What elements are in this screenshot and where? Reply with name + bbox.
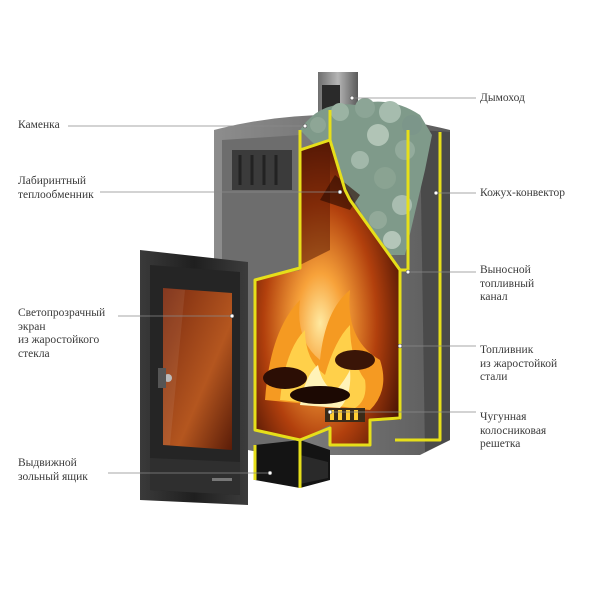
stone-pile-icon <box>300 98 432 256</box>
label-labyrinth-heat-exchanger: Лабиринтный теплообменник <box>18 175 94 201</box>
label-convector-casing: Кожух-конвектор <box>480 187 566 199</box>
firewood-logs <box>263 350 375 404</box>
label-remote-fuel-channel: Выносной топливный канал <box>480 264 535 303</box>
leader-dots <box>229 95 439 476</box>
ash-drawer-cavity <box>255 440 330 488</box>
label-chimney: Дымоход <box>480 92 525 104</box>
stove-door <box>140 250 248 505</box>
label-glass-screen: Светопрозрачный экран из жаростойкого ст… <box>18 307 106 360</box>
cast-iron-grate <box>325 408 365 422</box>
label-cast-iron-grate: Чугунная колосниковая решетка <box>480 411 547 450</box>
label-steel-firebox: Топливник из жаростойкой стали <box>480 344 558 383</box>
label-kamenka: Каменка <box>18 119 60 131</box>
label-ash-drawer: Выдвижной зольный ящик <box>18 457 88 483</box>
leader-lines <box>68 97 476 474</box>
